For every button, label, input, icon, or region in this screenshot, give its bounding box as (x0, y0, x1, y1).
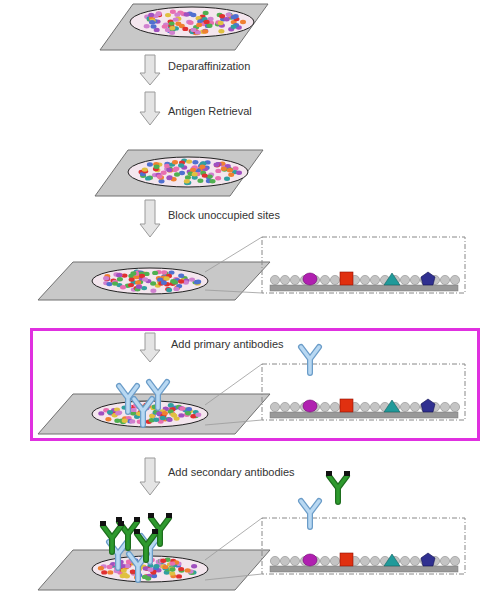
highlight-box: Add primary antibodies (30, 328, 480, 441)
label-holder: Deparaffinization (168, 60, 250, 73)
step-label: Block unoccupied sites (168, 209, 280, 222)
label-holder: Block unoccupied sites (168, 209, 280, 222)
step-label: Deparaffinization (168, 60, 250, 73)
step-label: Add primary antibodies (171, 338, 477, 351)
step-label: Add secondary antibodies (168, 466, 295, 479)
label-holder: Antigen Retrieval (168, 105, 252, 118)
step-label: Antigen Retrieval (168, 105, 252, 118)
label-holder: Add secondary antibodies (168, 466, 295, 479)
